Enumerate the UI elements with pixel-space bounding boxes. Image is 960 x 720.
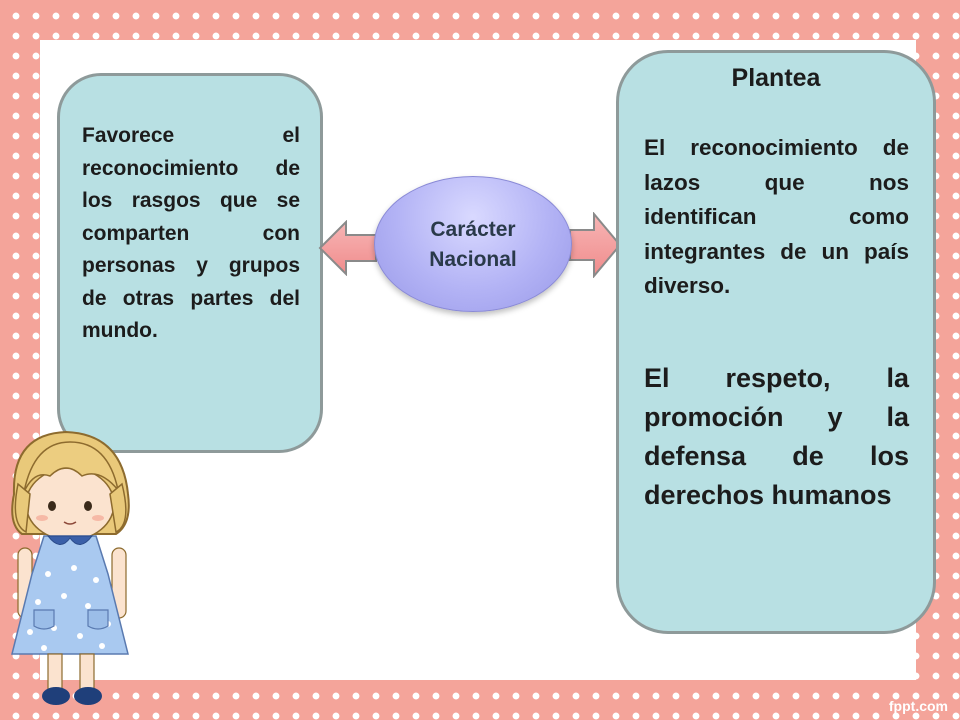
right-arrow-icon: [569, 212, 622, 278]
right-box-paragraph-1: El reconocimiento de lazos que nos ident…: [644, 135, 909, 298]
watermark-text: fppt.com: [888, 698, 948, 714]
left-arrow-icon: [318, 220, 377, 276]
right-box-paragraph-2: El respeto, la promoción y la defensa de…: [644, 363, 909, 510]
right-box-title: Plantea: [731, 64, 821, 92]
left-concept-box: Favorece el reconocimiento de los rasgos…: [57, 73, 323, 453]
central-concept-line1: Carácter: [430, 218, 516, 241]
girl-illustration-icon: [11, 430, 130, 705]
left-concept-text: Favorece el reconocimiento de los rasgos…: [82, 124, 300, 342]
central-concept-line2: Nacional: [429, 248, 517, 271]
central-concept-label: Carácter Nacional: [429, 215, 517, 275]
right-concept-box: Plantea El reconocimiento de lazos que n…: [616, 50, 936, 634]
central-concept-node: Carácter Nacional: [374, 176, 572, 312]
